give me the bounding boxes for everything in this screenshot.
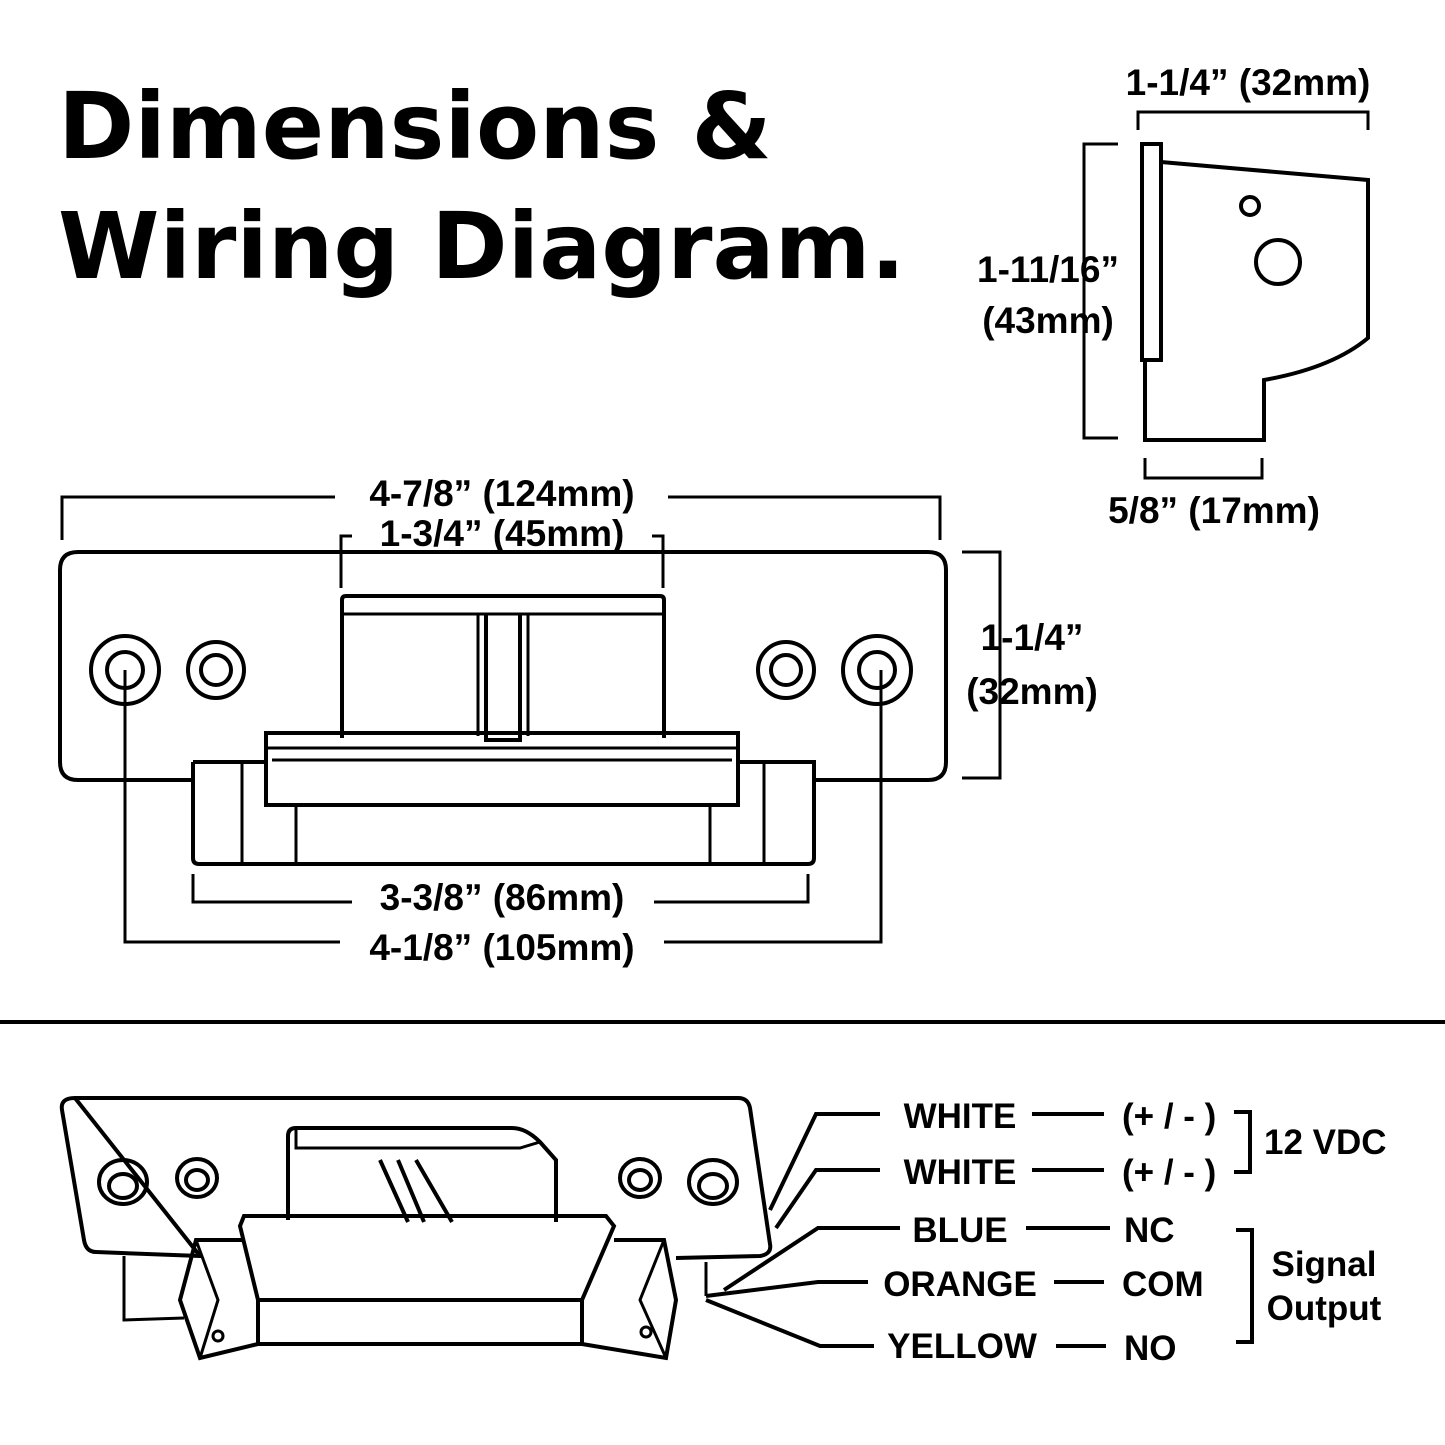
wire-terminal-label: COM — [1122, 1265, 1204, 1304]
front-height-mm-label: (32mm) — [966, 671, 1098, 712]
wire-color-label: WHITE — [904, 1153, 1017, 1192]
title-line-1: Dimensions & — [58, 73, 772, 180]
wire-row: YELLOW NO — [887, 1327, 1176, 1368]
front-height-label: 1-1/4” — [981, 617, 1084, 658]
wire-color-label: YELLOW — [887, 1327, 1037, 1366]
wire-color-label: WHITE — [904, 1097, 1017, 1136]
wire-row: BLUE NC — [912, 1211, 1174, 1250]
body-width-label: 3-3/8” (86mm) — [380, 877, 625, 918]
side-width-label: 1-1/4” (32mm) — [1126, 62, 1371, 103]
title-line-2: Wiring Diagram. — [58, 193, 905, 300]
wire-color-label: BLUE — [912, 1211, 1007, 1250]
wire-terminal-label: NO — [1124, 1329, 1177, 1368]
signal-bracket — [1236, 1228, 1254, 1344]
wire-row: ORANGE COM — [883, 1265, 1203, 1304]
wire-row: WHITE (+ / - ) — [904, 1153, 1217, 1192]
signal-group-label-2: Output — [1267, 1289, 1382, 1328]
front-view-drawing — [58, 495, 1002, 944]
hole-spacing-label: 4-1/8” (105mm) — [369, 927, 634, 968]
power-bracket — [1234, 1110, 1252, 1174]
keeper-width-label: 1-3/4” (45mm) — [380, 513, 625, 554]
overall-width-label: 4-7/8” (124mm) — [369, 473, 634, 514]
wire-terminal-label: NC — [1124, 1211, 1175, 1250]
wire-terminal-label: (+ / - ) — [1122, 1153, 1216, 1192]
wire-terminal-label: (+ / - ) — [1122, 1097, 1216, 1136]
wire-color-label: ORANGE — [883, 1265, 1037, 1304]
side-height-label: 1-11/16” — [977, 249, 1119, 290]
side-view-drawing — [1082, 110, 1370, 480]
wire-row: WHITE (+ / - ) — [904, 1097, 1217, 1136]
signal-group-label: Signal — [1271, 1245, 1376, 1284]
side-depth-label: 5/8” (17mm) — [1108, 490, 1320, 531]
power-group-label: 12 VDC — [1264, 1123, 1387, 1162]
side-height-mm-label: (43mm) — [982, 300, 1114, 341]
strike-perspective-drawing — [59, 1095, 900, 1361]
